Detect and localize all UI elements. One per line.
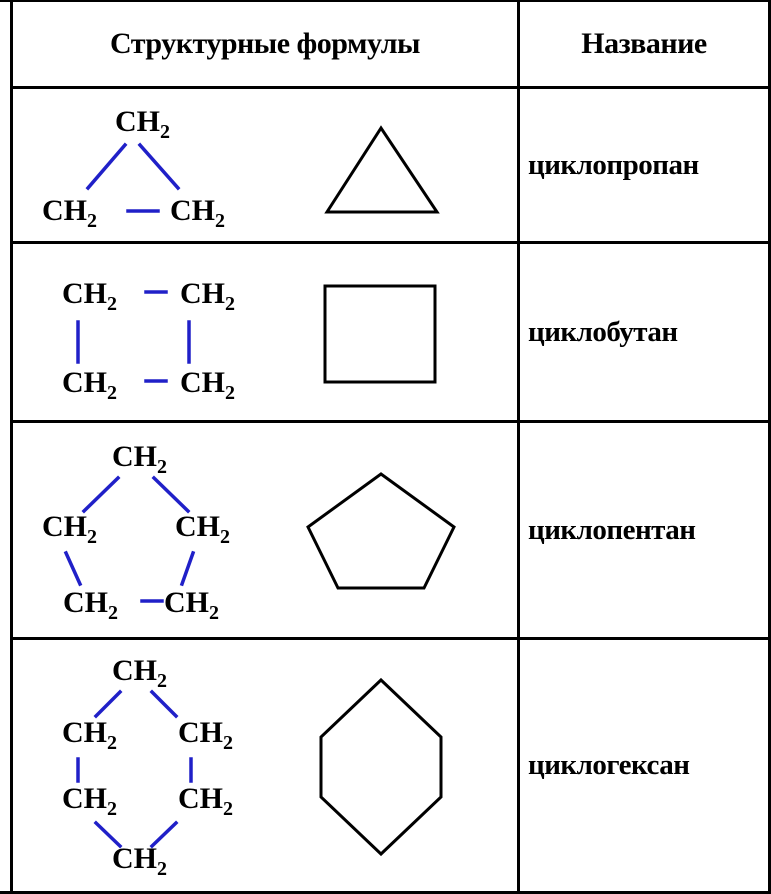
bond-line xyxy=(93,820,123,849)
hexagon-skeletal-icon xyxy=(319,677,443,857)
ch2-group: CH2 xyxy=(62,716,117,754)
cyclobutane-formula: CH2 CH2 CH2 CH2 xyxy=(62,277,235,404)
ch2-group: CH2 xyxy=(62,782,117,820)
ch2-group: CH2 xyxy=(115,105,170,143)
table-border-left xyxy=(10,0,13,894)
row-name-cyclohexane: циклогексан xyxy=(528,749,690,781)
table-row-divider xyxy=(10,86,771,89)
table-row-divider xyxy=(10,241,771,244)
bond-line xyxy=(63,550,83,587)
ch2-group: CH2 xyxy=(180,366,235,404)
table-row-divider xyxy=(10,420,771,423)
cyclopropane-formula: CH2 CH2 CH2 xyxy=(42,105,225,232)
bond-line xyxy=(85,142,128,191)
bond-line xyxy=(149,820,179,849)
ch2-group: CH2 xyxy=(112,654,167,692)
ch2-group: CH2 xyxy=(42,510,97,548)
triangle-skeletal-icon xyxy=(324,125,440,214)
ch2-group: CH2 xyxy=(178,716,233,754)
ch2-group: CH2 xyxy=(42,194,97,232)
ch2-group: CH2 xyxy=(175,510,230,548)
ch2-group: CH2 xyxy=(178,782,233,820)
bond-line xyxy=(149,689,179,719)
table-border-bottom xyxy=(0,891,771,894)
ch2-group: CH2 xyxy=(62,277,117,315)
header-name: Название xyxy=(581,27,707,60)
bond-line xyxy=(137,142,181,191)
row-name-cyclopentane: циклопентан xyxy=(528,513,696,546)
ch2-group: CH2 xyxy=(62,366,117,404)
ch2-group: CH2 xyxy=(112,440,167,478)
ch2-group: CH2 xyxy=(180,277,235,315)
bond-line xyxy=(151,475,191,514)
cyclopentane-formula: CH2 CH2 CH2 CH2 CH2 xyxy=(42,440,230,624)
square-skeletal-icon xyxy=(323,284,437,384)
ch2-group: CH2 xyxy=(164,586,219,624)
bond-line xyxy=(81,475,121,514)
header-formulas: Структурные формулы xyxy=(110,27,420,60)
table-row-divider xyxy=(10,637,771,640)
table-border-right xyxy=(768,0,771,894)
ch2-group: CH2 xyxy=(170,194,225,232)
cyclohexane-formula: CH2 CH2 CH2 CH2 CH2 CH2 xyxy=(62,654,233,880)
bond-line xyxy=(93,689,123,719)
row-name-cyclopropane: циклопропан xyxy=(528,148,699,181)
bond-line xyxy=(179,550,196,587)
table-border-top xyxy=(0,0,771,2)
ch2-group: CH2 xyxy=(63,586,118,624)
table-column-divider xyxy=(517,0,520,894)
pentagon-skeletal-icon xyxy=(306,472,456,590)
row-name-cyclobutane: циклобутан xyxy=(528,315,678,348)
